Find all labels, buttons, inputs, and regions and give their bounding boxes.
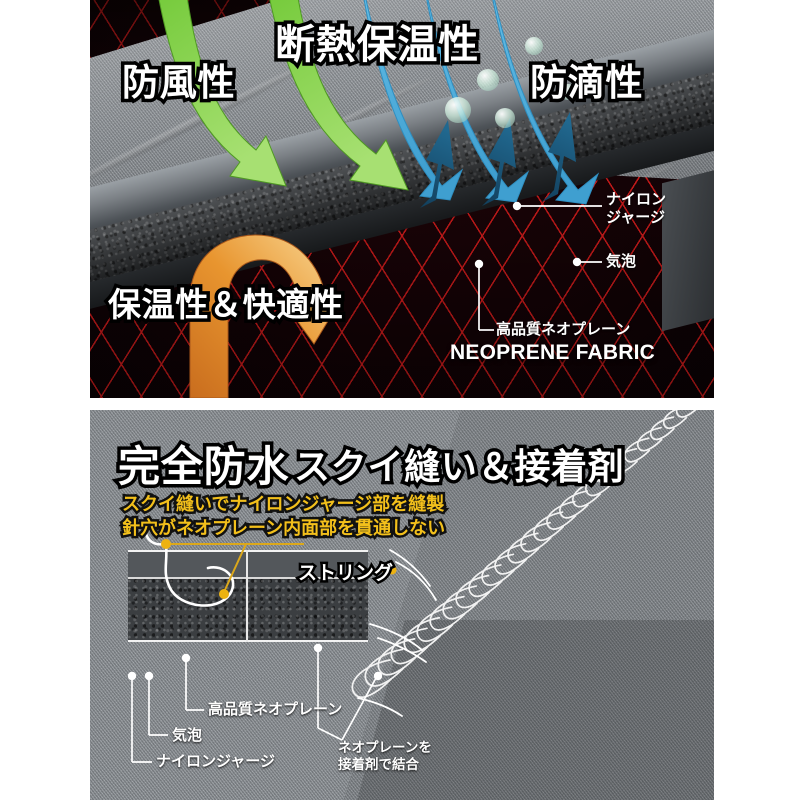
xs-midline	[128, 577, 368, 579]
label-windproof: 防風性 防風性	[118, 58, 238, 108]
label-warmth-comfort: 保温性＆快適性 保温性＆快適性	[105, 282, 347, 328]
sheet-right-cap	[662, 168, 714, 332]
bullet-line-1: スクイ縫いでナイロンジャージ部を縫製 スクイ縫いでナイロンジャージ部を縫製	[119, 492, 446, 518]
xs-neoprene-layer	[128, 579, 368, 641]
panel-neoprene-fabric: 防風性 防風性 断熱保温性 断熱保温性 防滴性 防滴性 保温性＆快適性 保温性＆…	[90, 0, 714, 398]
callout-nylon-jersey: ナイロン ジャージ	[606, 190, 667, 227]
callout-nylon-jersey-bottom: ナイロンジャージ	[156, 752, 275, 770]
callout-high-quality-neoprene: 高品質ネオプレーン	[496, 320, 631, 338]
label-string: ストリング ストリング	[295, 560, 395, 587]
headline-blind-stitch: スクイ縫い＆接着剤 スクイ縫い＆接着剤	[290, 444, 627, 492]
label-insulation: 断熱保温性 断熱保温性	[272, 19, 482, 72]
xs-needle-axis	[246, 550, 248, 642]
xs-bottomline	[128, 640, 368, 642]
xs-topline	[128, 550, 368, 552]
callout-high-quality-neoprene-bottom: 高品質ネオプレーン	[208, 700, 343, 718]
caption-neoprene-fabric: NEOPRENE FABRIC	[450, 341, 656, 364]
label-droplet-resistant: 防滴性 防滴性	[526, 58, 646, 108]
callout-air-bubbles-bottom: 気泡	[172, 726, 203, 744]
headline-waterproof: 完全防水 完全防水	[114, 439, 292, 495]
bullet-line-2: 針穴がネオプレーン内面部を貫通しない 針穴がネオプレーン内面部を貫通しない	[119, 516, 447, 542]
panel-blind-stitch: 完全防水 完全防水 スクイ縫い＆接着剤 スクイ縫い＆接着剤 スクイ縫いでナイロン…	[90, 410, 714, 800]
callout-bonded-neoprene: ネオプレーンを 接着剤で結合	[338, 740, 432, 773]
callout-air-bubbles: 気泡	[606, 252, 637, 270]
